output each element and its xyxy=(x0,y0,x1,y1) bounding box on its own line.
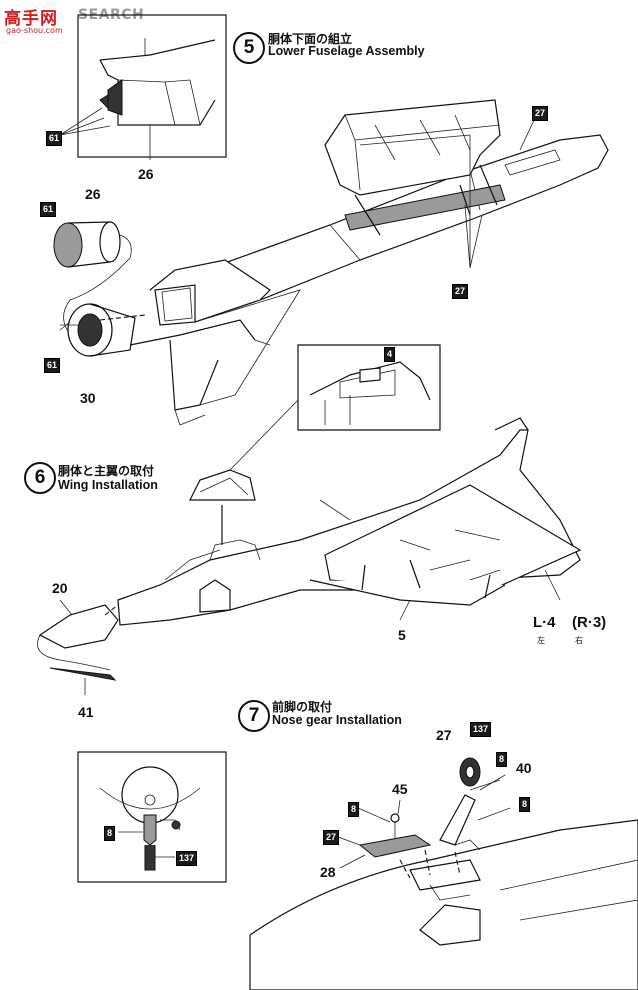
part-26-inset: 26 xyxy=(138,166,154,182)
wing-label-right: 右 xyxy=(575,636,583,645)
canopy-part xyxy=(189,469,256,501)
part-41: 41 xyxy=(78,704,94,720)
watermark-logo: 高手网 xyxy=(4,9,58,29)
inset-box-gear xyxy=(77,751,227,883)
dashed-guide-nose xyxy=(104,604,119,616)
part-40: 40 xyxy=(516,760,532,776)
box-part-61-bottom: 61 xyxy=(44,358,61,373)
leader-20 xyxy=(59,599,73,616)
part-30: 30 xyxy=(80,390,96,406)
leader-wing-l4 xyxy=(544,569,561,601)
box-part-8-strut: 8 xyxy=(519,797,531,812)
step-6-number: 6 xyxy=(24,462,56,494)
wing-label-alt: (R·3) xyxy=(572,614,607,631)
box-part-8-left: 8 xyxy=(348,802,360,817)
box-part-8-inset: 8 xyxy=(104,826,116,841)
exhaust-nozzle xyxy=(53,221,132,341)
nose-section xyxy=(249,819,638,990)
leader-27-mid xyxy=(464,175,483,269)
step-7-title-en: Nose gear Installation xyxy=(272,713,402,727)
engine-exhaust-30 xyxy=(59,303,136,357)
box-part-61-inset: 61 xyxy=(46,131,63,146)
canopy-inset xyxy=(297,344,441,431)
part-27-gear: 27 xyxy=(436,727,452,743)
leaders-step7 xyxy=(337,774,511,869)
step-7-title-jp: 前脚の取付 xyxy=(272,700,333,714)
nose-cone xyxy=(37,604,119,681)
part-5: 5 xyxy=(398,627,406,643)
part-45: 45 xyxy=(392,781,408,797)
step-7-number: 7 xyxy=(238,700,270,732)
aircraft-fuselage xyxy=(117,417,582,626)
part-20: 20 xyxy=(52,580,68,596)
inset-exhaust-detail xyxy=(99,38,216,160)
step-6-title-jp: 胴体と主翼の取付 xyxy=(58,464,155,478)
lower-fuselage xyxy=(129,134,609,426)
box-part-137-gear: 137 xyxy=(470,722,492,737)
leader-5 xyxy=(399,599,411,621)
nose-wheel xyxy=(459,757,481,787)
step-5-number: 5 xyxy=(233,32,265,64)
assembly-arrows xyxy=(354,164,498,236)
step-5-title-jp: 胴体下面の組立 xyxy=(268,32,353,46)
dashed-guides-gear xyxy=(399,849,461,879)
box-part-61-top: 61 xyxy=(40,202,57,217)
gear-hatch-27 xyxy=(358,813,432,858)
wing-label-main: L·4 xyxy=(533,614,556,631)
nose-gear-strut xyxy=(439,779,501,851)
inset-callout-line xyxy=(229,399,299,471)
inset-box-exhaust xyxy=(77,14,227,158)
wing-arrows xyxy=(361,559,491,599)
wing-fence xyxy=(319,499,351,521)
box-part-27-top: 27 xyxy=(532,106,549,121)
leader-27-top xyxy=(519,117,536,151)
wing-label-left: 左 xyxy=(537,636,545,645)
seat-frame xyxy=(324,99,506,231)
box-part-27-mid: 27 xyxy=(452,284,469,299)
part-28: 28 xyxy=(320,864,336,880)
inset-gear-detail xyxy=(99,766,201,871)
step-6-title-en: Wing Installation xyxy=(58,478,158,492)
leader-61-inset xyxy=(59,107,111,136)
step-5-title-en: Lower Fuselage Assembly xyxy=(268,44,425,58)
part-26: 26 xyxy=(85,186,101,202)
box-part-137-inset: 137 xyxy=(176,851,198,866)
box-part-4: 4 xyxy=(384,347,396,362)
watermark-url: gao-shou.com xyxy=(6,26,63,35)
leaders-inset-gear xyxy=(118,831,175,858)
box-part-27-hatch: 27 xyxy=(323,830,340,845)
box-part-8-wheel: 8 xyxy=(496,752,508,767)
